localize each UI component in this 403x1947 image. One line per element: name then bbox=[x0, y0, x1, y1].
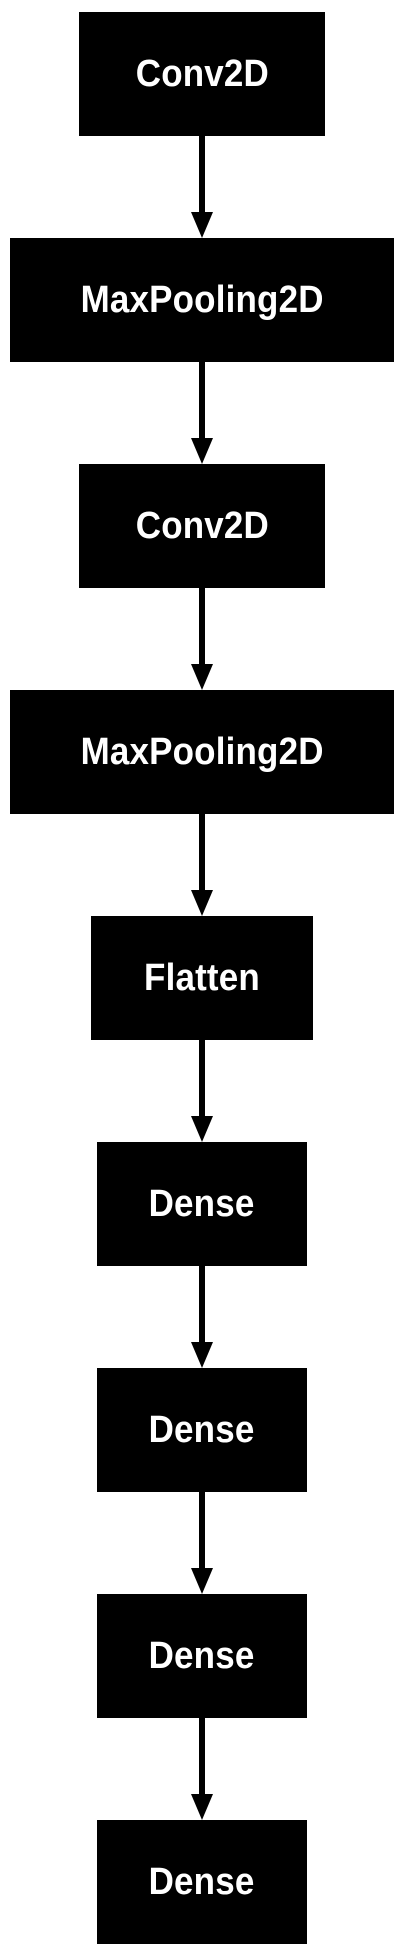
arrowhead-icon bbox=[191, 212, 213, 238]
layer-node-maxpooling2d-1: MaxPooling2D bbox=[10, 238, 394, 362]
layer-label: Conv2D bbox=[135, 52, 269, 95]
arrowhead-icon bbox=[191, 664, 213, 690]
layer-label: MaxPooling2D bbox=[80, 730, 324, 773]
layer-label: Dense bbox=[149, 1182, 255, 1225]
arrowhead-icon bbox=[191, 1568, 213, 1594]
arrowhead-icon bbox=[191, 890, 213, 916]
arrowhead-icon bbox=[191, 1342, 213, 1368]
layer-node-dense-3: Dense bbox=[97, 1594, 307, 1718]
layer-node-maxpooling2d-2: MaxPooling2D bbox=[10, 690, 394, 814]
layer-label: Dense bbox=[149, 1408, 255, 1451]
layer-label: Dense bbox=[149, 1634, 255, 1677]
arrowhead-icon bbox=[191, 438, 213, 464]
layer-node-conv2d-2: Conv2D bbox=[79, 464, 325, 588]
layer-node-conv2d-1: Conv2D bbox=[79, 12, 325, 136]
layer-label: Dense bbox=[149, 1860, 255, 1903]
arrowhead-icon bbox=[191, 1794, 213, 1820]
layer-label: MaxPooling2D bbox=[80, 278, 324, 321]
layer-node-dense-1: Dense bbox=[97, 1142, 307, 1266]
layer-label: Conv2D bbox=[135, 504, 269, 547]
layer-node-flatten: Flatten bbox=[91, 916, 313, 1040]
layer-label: Flatten bbox=[144, 956, 260, 999]
layer-node-dense-2: Dense bbox=[97, 1368, 307, 1492]
arrowhead-icon bbox=[191, 1116, 213, 1142]
layer-node-dense-4: Dense bbox=[97, 1820, 307, 1944]
